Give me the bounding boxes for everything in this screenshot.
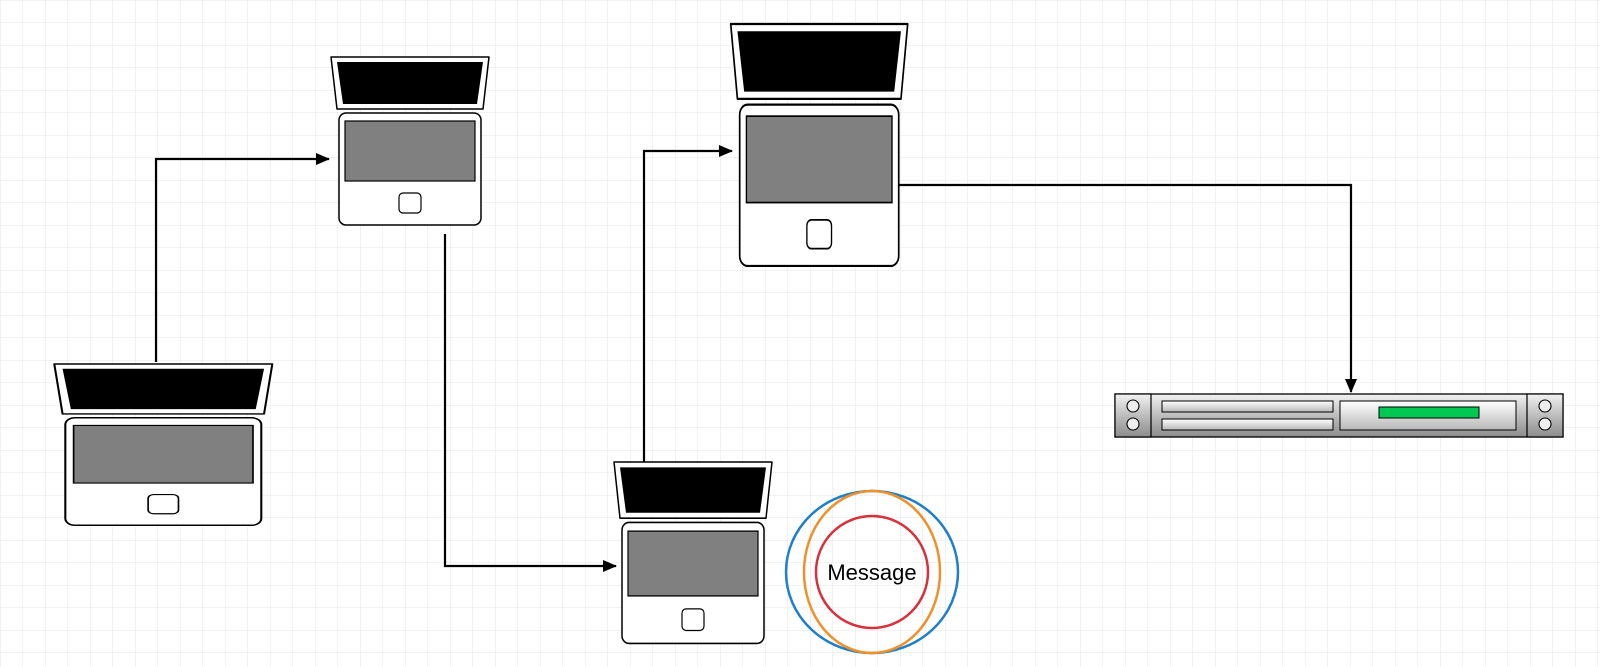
laptop-icon <box>330 56 490 226</box>
edge-laptop3-to-laptop4[interactable] <box>642 145 733 462</box>
laptop-icon <box>613 461 773 645</box>
edge-laptop2-to-laptop3[interactable] <box>443 234 617 572</box>
edge-laptop4-to-server[interactable] <box>896 183 1357 393</box>
message-node[interactable]: Message <box>784 489 960 655</box>
laptop-3[interactable] <box>613 461 773 645</box>
inner-ring <box>814 514 930 630</box>
laptop-1[interactable] <box>53 362 274 527</box>
message-label: Message <box>827 560 916 585</box>
edge-laptop1-to-laptop2[interactable] <box>154 153 330 362</box>
laptop-icon <box>53 362 274 527</box>
rack-server[interactable] <box>1114 393 1564 438</box>
laptop-2[interactable] <box>330 56 490 226</box>
laptop-4[interactable] <box>729 22 909 268</box>
middle-ring <box>802 489 942 655</box>
connectors <box>154 145 1357 572</box>
laptop-icon <box>729 22 909 268</box>
status-light <box>1378 406 1480 419</box>
server-icon <box>1114 393 1564 438</box>
